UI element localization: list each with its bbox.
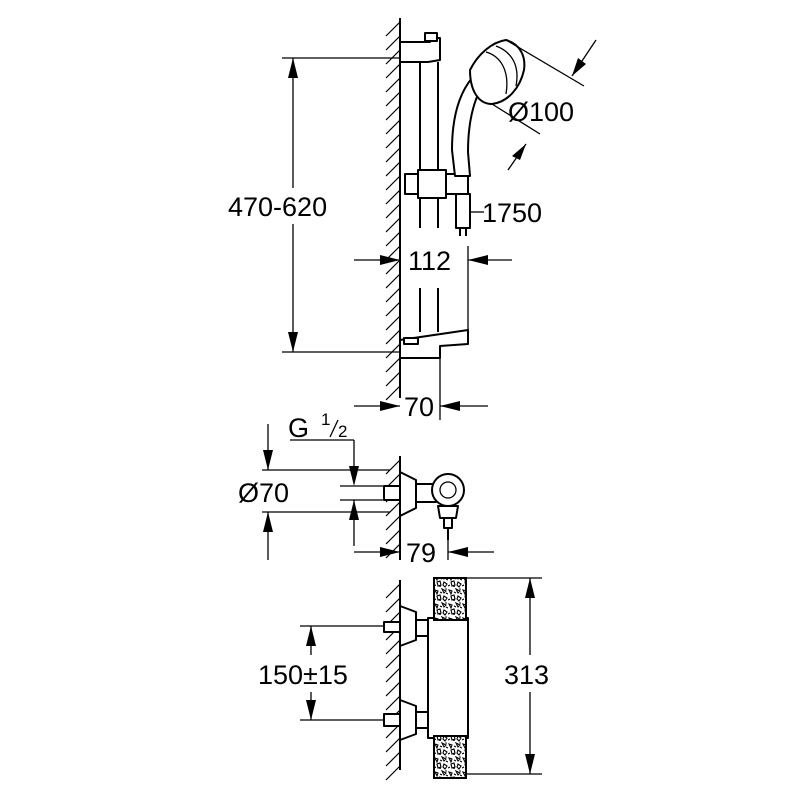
label-thread-base: G [288, 413, 309, 443]
wall-hatch-line [385, 77, 401, 93]
label-inlet-spacing: 150±15 [258, 660, 348, 690]
wall-hatch-line [385, 515, 401, 531]
wall-hatch-line [385, 301, 401, 317]
label-head-offset: 112 [408, 246, 451, 276]
wall-hatch-line [385, 653, 401, 669]
dim-rail-depth [354, 358, 488, 420]
wall-hatch-line [385, 161, 401, 177]
wall-hatch-line [385, 231, 401, 247]
wall-hatch-line [385, 49, 401, 65]
label-rail-height: 470-620 [228, 192, 327, 222]
label-hose-length: 1750 [482, 198, 542, 228]
wall-hatch-line [385, 273, 401, 289]
wall-section [385, 18, 401, 781]
wall-hatch-line [385, 91, 401, 107]
label-rail-depth: 70 [404, 392, 434, 422]
wall-hatch-line [385, 175, 401, 191]
wall-hatch-line [385, 583, 401, 599]
label-thread-denominator: 2 [338, 422, 347, 441]
wall-hatch-line [385, 203, 401, 219]
label-thread-numerator: 1 [321, 410, 330, 429]
wall-hatch-line [385, 695, 401, 711]
wall-hatch-line [385, 329, 401, 345]
wall-hatch-line [385, 667, 401, 683]
wall-hatch-line [385, 287, 401, 303]
wall-hatch-line [385, 63, 401, 79]
wall-hatch-line [385, 217, 401, 233]
label-mixer-length: 313 [504, 660, 549, 690]
dim-head-diameter [491, 39, 597, 171]
wall-hatch-line [385, 119, 401, 135]
mixer-front-view [383, 577, 469, 779]
wall-hatch-line [385, 765, 401, 781]
dim-inlet-spacing [300, 625, 384, 721]
wall-hatch-line [385, 737, 401, 753]
wall-hatch-line [385, 35, 401, 51]
wall-hatch-line [385, 133, 401, 149]
wall-hatch-line [385, 357, 401, 373]
wall-hatch-line [385, 21, 401, 37]
label-mixer-diameter: Ø70 [238, 478, 289, 508]
wall-hatch-line [385, 501, 401, 517]
dim-rail-height [282, 57, 400, 353]
wall-hatch-line [385, 639, 401, 655]
label-head-diameter: Ø100 [508, 97, 574, 127]
wall-hatch-line [385, 459, 401, 475]
wall-hatch-line [385, 259, 401, 275]
wall-hatch-line [385, 105, 401, 121]
wall-hatch-line [385, 751, 401, 767]
dim-mixer-depth [354, 540, 494, 560]
wall-hatch-line [385, 315, 401, 331]
dim-mixer-diameter [262, 424, 390, 560]
wall-hatch-line [385, 371, 401, 387]
wall-hatch-line [385, 385, 401, 401]
thread-fraction-slash [329, 419, 339, 438]
wall-hatch-line [385, 147, 401, 163]
wall-hatch-line [385, 597, 401, 613]
wall-hatch-line [385, 529, 401, 545]
label-mixer-depth: 79 [406, 538, 436, 568]
wall-hatch-line [385, 681, 401, 697]
dim-mixer-length [466, 577, 542, 775]
wall-hatch-line [385, 343, 401, 359]
dim-head-offset [354, 246, 512, 332]
dim-thread [290, 439, 359, 546]
mixer-side-view [383, 471, 465, 540]
shower-rail-assembly [399, 32, 526, 359]
wall-hatch-line [385, 189, 401, 205]
